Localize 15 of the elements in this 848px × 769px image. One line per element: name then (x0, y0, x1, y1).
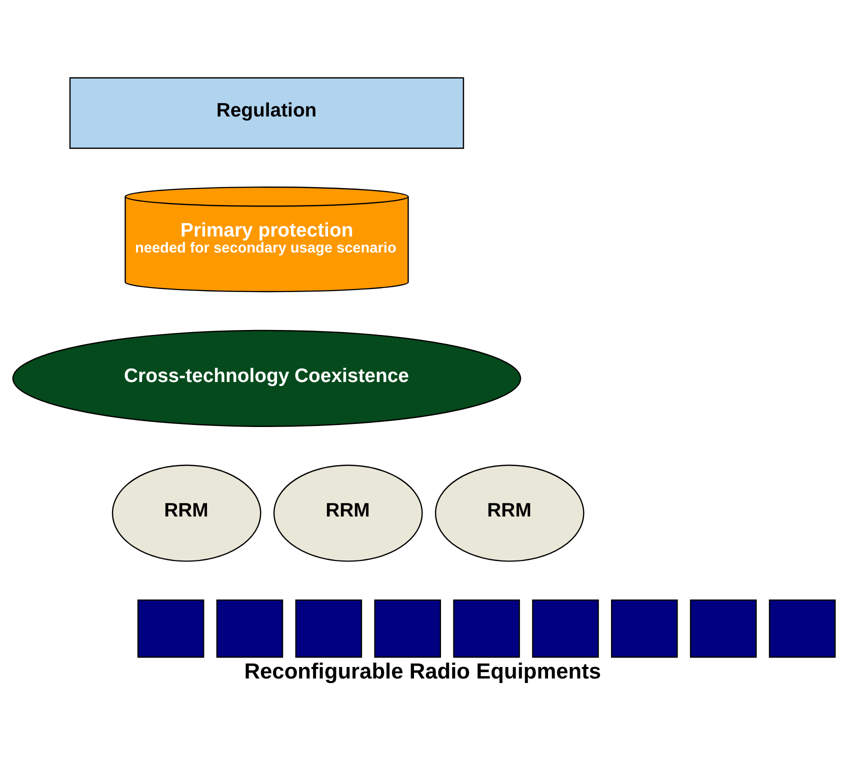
node-box: Regulation (69, 77, 464, 149)
node-box (611, 599, 678, 658)
caption: Reconfigurable Radio Equipments (244, 658, 602, 684)
node-ellipse: RRM (273, 464, 423, 562)
node-box (768, 599, 836, 658)
node-box (137, 599, 204, 658)
node-box (690, 599, 757, 658)
node-ellipse: Cross-technology Coexistence (12, 330, 522, 427)
node-box (295, 599, 362, 658)
node-box (216, 599, 284, 658)
node-box (453, 599, 520, 658)
node-ellipse: RRM (434, 464, 584, 562)
node-box (374, 599, 441, 658)
node-ellipse: RRM (112, 464, 262, 562)
node-box (532, 599, 599, 658)
